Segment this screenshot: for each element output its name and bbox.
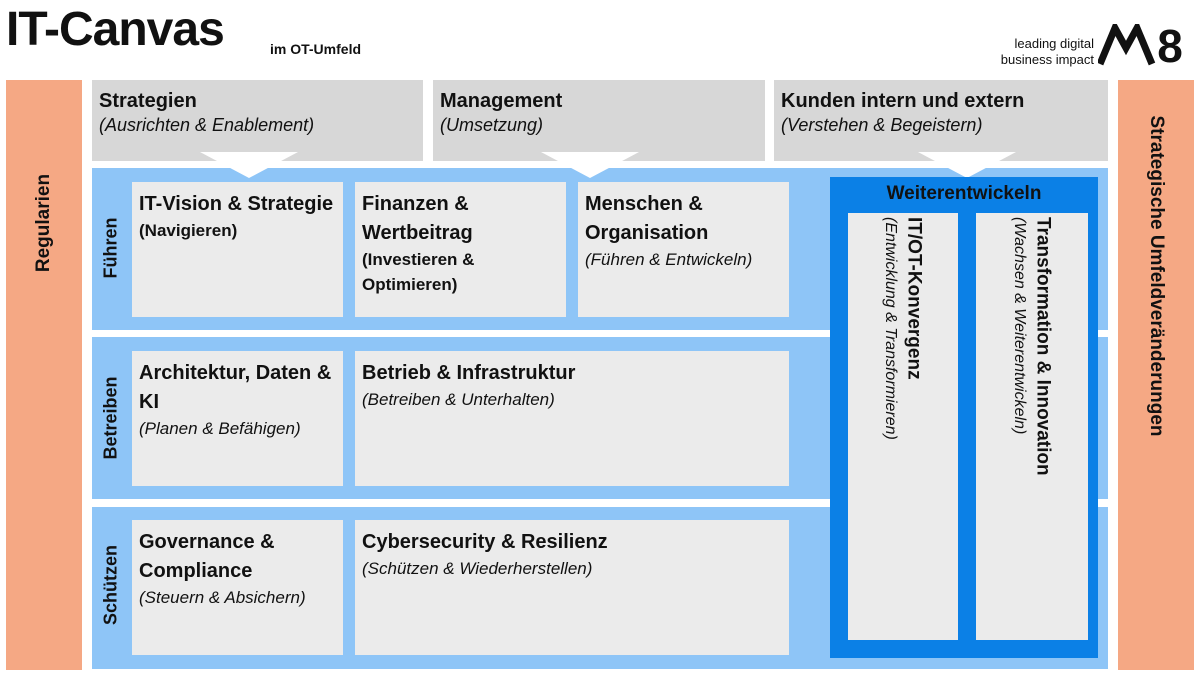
cell-title: Betrieb & Infrastruktur [362,362,576,384]
cell-subtitle: (Führen & Entwickeln) [585,250,753,269]
arrow-down-strategien [200,152,298,178]
cell-menschen-organisation: Menschen & Organisation (Führen & Entwic… [578,182,789,317]
page-subtitle: im OT-Umfeld [270,41,362,57]
cell-title: Cybersecurity & Resilienz [362,531,608,553]
cell-finanzen-wertbeitrag: Finanzen & Wertbeitrag (Investieren & Op… [355,182,566,317]
cell-subtitle: (Planen & Befähigen) [139,419,301,438]
cell-subtitle: (Wachsen & Weiterentwickeln) [1010,217,1028,435]
cell-title: Menschen & Organisation [585,193,709,244]
header-box-title: Strategien [99,90,197,112]
tagline-line-2: business impact [1000,52,1094,68]
m8-logo-graphic: 8 [1096,19,1183,72]
cell-title: Governance & Compliance [139,531,275,582]
vertical-text-group: Transformation & Innovation (Wachsen & W… [1008,217,1055,476]
sidebar-left-label: Regularien [33,173,54,273]
sidebar-umfeldveraenderungen: Strategische Umfeldveränderungen [1118,80,1194,670]
sidebar-regularien: Regularien [6,80,82,670]
weiterentwickeln-title: Weiterentwickeln [886,183,1042,204]
cell-title: Transformation & Innovation [1032,217,1054,476]
page-title: IT-Canvas [6,3,225,56]
cell-title: IT/OT-Konvergenz [903,217,925,380]
row-label-fuehren: Führen [100,217,121,279]
header-box-kunden: Kunden intern und extern (Verstehen & Be… [774,80,1108,161]
cell-subtitle: (Investieren & Optimieren) [362,250,475,294]
tagline: leading digital business impact [940,36,1094,69]
m8-logo: 8 [1096,19,1190,72]
cell-betrieb-infrastruktur: Betrieb & Infrastruktur (Betreiben & Unt… [355,351,789,486]
vertical-text-group: IT/OT-Konvergenz (Entwicklung & Transfor… [879,217,926,440]
cell-subtitle: (Steuern & Absichern) [139,588,306,607]
tagline-line-1: leading digital [1014,36,1094,51]
header-box-subtitle: (Umsetzung) [440,115,544,135]
cell-title: IT-Vision & Strategie [139,193,334,215]
cell-subtitle: (Betreiben & Unterhalten) [362,390,555,409]
row-label-schuetzen: Schützen [100,544,121,626]
header-box-title: Management [440,90,563,112]
cell-subtitle: (Schützen & Wiederherstellen) [362,559,593,578]
logo-digit: 8 [1157,24,1183,66]
cell-title: Architektur, Daten & KI [139,362,332,413]
cell-transformation-innovation: Transformation & Innovation (Wachsen & W… [976,213,1088,640]
sidebar-right-label: Strategische Umfeldveränderungen [1146,115,1167,437]
header-box-title: Kunden intern und extern [781,90,1025,112]
cell-title: Finanzen & Wertbeitrag [362,193,473,244]
header-box-subtitle: (Verstehen & Begeistern) [781,115,983,135]
cell-architektur-daten-ki: Architektur, Daten & KI (Planen & Befähi… [132,351,343,486]
header-box-strategien: Strategien (Ausrichten & Enablement) [92,80,423,161]
cell-governance-compliance: Governance & Compliance (Steuern & Absic… [132,520,343,655]
cell-it-ot-konvergenz: IT/OT-Konvergenz (Entwicklung & Transfor… [848,213,958,640]
arrow-down-kunden [918,152,1016,178]
cell-subtitle: (Entwicklung & Transformieren) [881,217,899,440]
cell-cybersecurity-resilienz: Cybersecurity & Resilienz (Schützen & Wi… [355,520,789,655]
arrow-down-management [541,152,639,178]
header-box-management: Management (Umsetzung) [433,80,765,161]
header-box-subtitle: (Ausrichten & Enablement) [99,115,315,135]
cell-it-vision-strategie: IT-Vision & Strategie (Navigieren) [132,182,343,317]
cell-subtitle: (Navigieren) [139,221,238,240]
row-label-betreiben: Betreiben [100,376,121,460]
